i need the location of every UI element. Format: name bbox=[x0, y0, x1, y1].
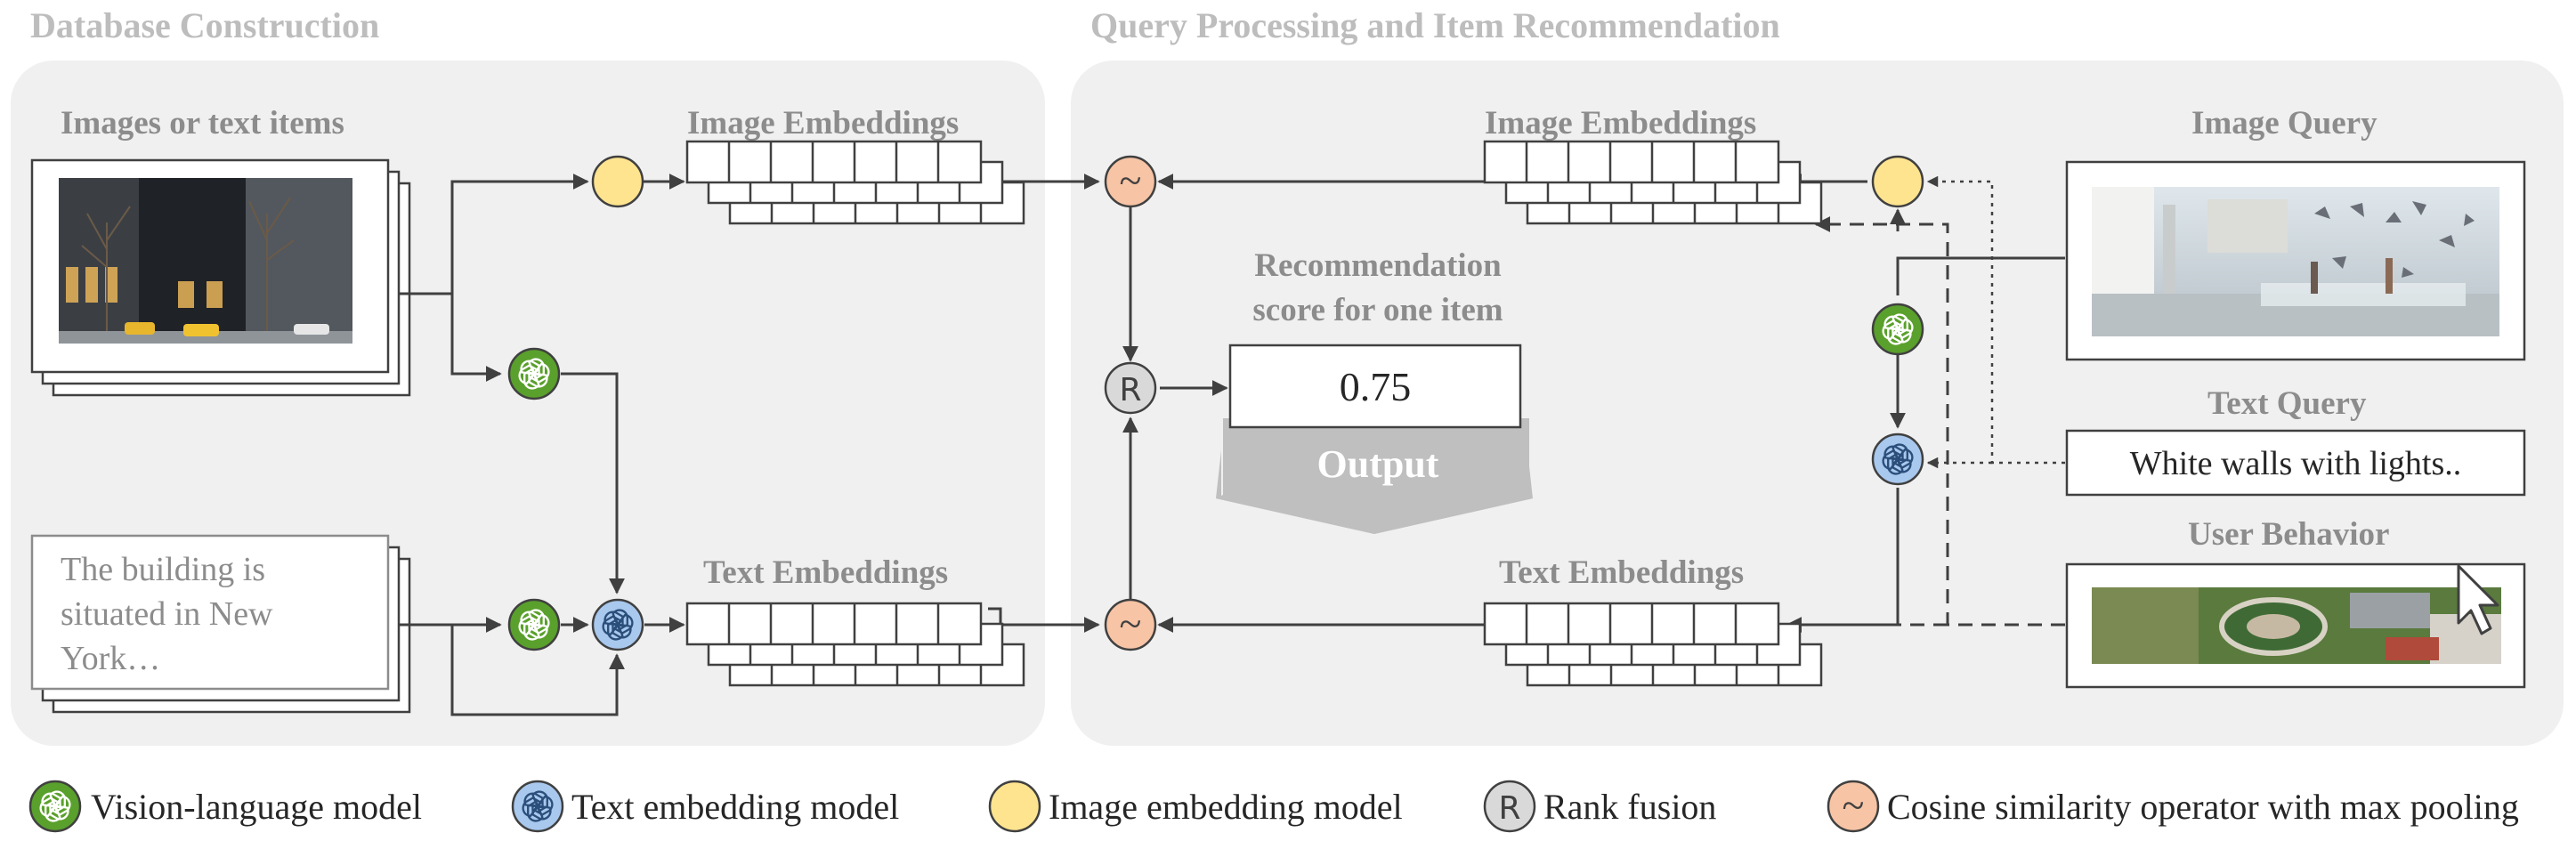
image-query-label: Image Query bbox=[2191, 105, 2378, 142]
left-vlm-node-upper bbox=[507, 347, 561, 400]
text-item-stack: The building is situated in New York… bbox=[30, 534, 411, 714]
legend: Vision-language model Text embedding mod… bbox=[28, 780, 2519, 833]
score-box bbox=[1228, 344, 1522, 429]
text-query-box: White walls with lights.. bbox=[2065, 429, 2526, 497]
text-query-dotted-connectors bbox=[1926, 175, 2065, 469]
legend-cos-symbol: ~ bbox=[1843, 782, 1865, 828]
left-image-embeddings bbox=[685, 140, 1025, 225]
right-image-embeddings bbox=[1483, 140, 1823, 225]
items-label: Images or text items bbox=[61, 105, 344, 142]
left-text-embeddings bbox=[685, 602, 1025, 687]
right-text-embeddings-label: Text Embeddings bbox=[1499, 554, 1744, 591]
section-title-query-processing: Query Processing and Item Recommendation bbox=[1090, 5, 1780, 45]
right-vlm-node bbox=[1871, 303, 1924, 356]
rank-fusion-node: R bbox=[1104, 361, 1157, 415]
score-label-line-1: Recommendation bbox=[1254, 247, 1502, 284]
mouse-pointer-icon bbox=[2457, 564, 2499, 635]
text-item-line-3: York… bbox=[61, 640, 160, 677]
right-image-embeddings-label: Image Embeddings bbox=[1485, 105, 1756, 142]
text-query-value: White walls with lights.. bbox=[2130, 445, 2462, 482]
left-image-embeddings-label: Image Embeddings bbox=[687, 105, 959, 142]
left-vlm-node-lower bbox=[507, 598, 561, 651]
cosine-operator-image: ~ bbox=[1104, 155, 1157, 208]
text-item-line-1: The building is bbox=[61, 551, 265, 588]
score-label-line-2: score for one item bbox=[1252, 292, 1503, 328]
legend-item-vlm: Vision-language model bbox=[28, 780, 422, 833]
cosine-operator-text: ~ bbox=[1104, 598, 1157, 651]
left-text-embeddings-label: Text Embeddings bbox=[703, 554, 948, 591]
output-label: Output bbox=[1317, 442, 1439, 486]
text-item-line-2: situated in New bbox=[61, 595, 273, 633]
text-query-label: Text Query bbox=[2207, 385, 2367, 422]
legend-item-rank: R Rank fusion bbox=[1483, 780, 1716, 833]
right-connectors bbox=[1122, 174, 2065, 633]
left-image-embedding-model-node bbox=[591, 155, 644, 208]
rank-fusion-symbol: R bbox=[1119, 372, 1141, 408]
legend-rank-symbol: R bbox=[1498, 790, 1520, 827]
user-behavior-dashed-connectors bbox=[1814, 216, 2065, 627]
cosine-symbol: ~ bbox=[1120, 158, 1142, 203]
image-item-stack bbox=[30, 158, 411, 397]
image-query-box bbox=[2065, 160, 2526, 361]
gallery-photo bbox=[2092, 187, 2499, 336]
section-title-database-construction: Database Construction bbox=[30, 5, 379, 45]
right-text-embeddings bbox=[1483, 602, 1823, 687]
user-behavior-box bbox=[2065, 562, 2526, 689]
legend-item-iem: Image embedding model bbox=[988, 780, 1403, 833]
right-text-embedding-model-node bbox=[1871, 433, 1924, 486]
legend-label-cos: Cosine similarity operator with max pool… bbox=[1887, 787, 2519, 827]
cosine-symbol: ~ bbox=[1120, 601, 1142, 646]
legend-label-vlm: Vision-language model bbox=[91, 787, 422, 827]
legend-item-tem: Text embedding model bbox=[511, 780, 899, 833]
legend-item-cos: ~ Cosine similarity operator with max po… bbox=[1827, 780, 2519, 833]
garden-photo bbox=[2092, 587, 2501, 664]
right-image-embedding-model-node bbox=[1871, 155, 1924, 208]
left-text-embedding-model-node bbox=[591, 598, 644, 651]
output-arrow bbox=[1216, 418, 1533, 534]
legend-label-iem: Image embedding model bbox=[1049, 787, 1403, 827]
legend-label-tem: Text embedding model bbox=[571, 787, 899, 827]
legend-label-rank: Rank fusion bbox=[1543, 787, 1716, 827]
user-behavior-label: User Behavior bbox=[2188, 516, 2389, 553]
building-photo bbox=[59, 178, 352, 344]
score-value: 0.75 bbox=[1340, 364, 1412, 409]
